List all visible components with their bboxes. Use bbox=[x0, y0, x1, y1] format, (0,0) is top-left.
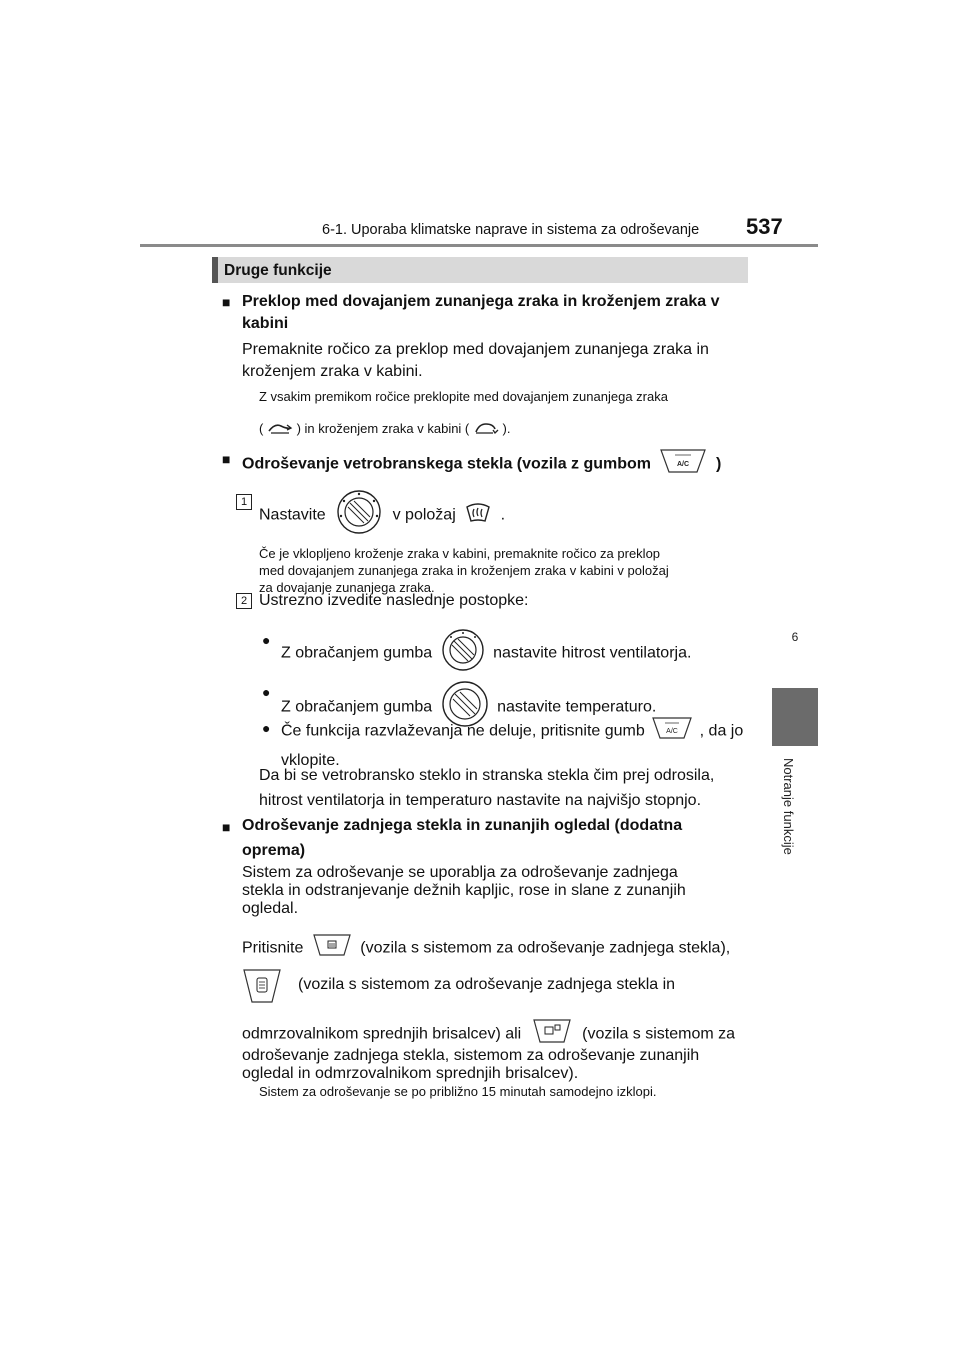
recirculate-air-icon bbox=[473, 421, 499, 439]
mode-dial-icon bbox=[336, 489, 382, 542]
round-bullet-icon: ● bbox=[262, 684, 271, 700]
square-bullet-icon: ■ bbox=[222, 451, 231, 467]
block3-paragraph1: Sistem za odroševanje se uporablja za od… bbox=[242, 864, 686, 917]
step-number-2: 2 bbox=[236, 593, 252, 609]
temperature-dial-icon bbox=[441, 680, 489, 735]
block3-heading: Odroševanje zadnjega stekla in zunanjih … bbox=[242, 817, 683, 859]
block2-paragraph: Da bi se vetrobransko steklo in stranska… bbox=[259, 767, 715, 809]
fan-speed-dial-icon bbox=[441, 628, 485, 679]
running-header: 6-1. Uporaba klimatske naprave in sistem… bbox=[322, 222, 700, 238]
square-bullet-icon: ■ bbox=[222, 819, 231, 835]
chapter-tab bbox=[772, 688, 818, 746]
svg-text:A/C: A/C bbox=[677, 461, 689, 468]
step1-note: Če je vklopljeno kroženje zraka v kabini… bbox=[259, 546, 669, 595]
block1-note: Z vsakim premikom ročice preklopite med … bbox=[259, 389, 668, 404]
rear-defog-mirror-button-icon bbox=[532, 1017, 572, 1052]
block3-p2-line3: odmrzovalnikom sprednjih brisalcev) ali … bbox=[242, 1017, 747, 1052]
block3-note: Sistem za odroševanje se po približno 15… bbox=[259, 1084, 657, 1099]
round-bullet-icon: ● bbox=[262, 720, 271, 736]
header-rule bbox=[140, 244, 818, 247]
chapter-label: Notranje funkcije bbox=[781, 758, 796, 855]
step-number-1: 1 bbox=[236, 494, 252, 510]
svg-text:A/C: A/C bbox=[666, 728, 678, 735]
round-bullet-icon: ● bbox=[262, 632, 271, 648]
outside-air-icon bbox=[267, 421, 293, 439]
ac-button-icon: A/C bbox=[651, 715, 693, 748]
ac-button-icon: A/C bbox=[659, 447, 707, 482]
square-bullet-icon: ■ bbox=[222, 294, 231, 310]
block1-body: Premaknite ročico za preklop med dovajan… bbox=[242, 341, 709, 380]
section-title: Druge funkcije bbox=[224, 262, 332, 279]
block1-heading: Preklop med dovajanjem zunanjega zraka i… bbox=[242, 293, 720, 332]
chapter-number: 6 bbox=[791, 630, 799, 644]
rear-defog-button-icon bbox=[312, 932, 352, 965]
block2-heading: Odroševanje vetrobranskega stekla (vozil… bbox=[242, 447, 721, 482]
step1-text: Nastavite v položaj . bbox=[259, 489, 505, 542]
block1-note-line2: ( ) in kroženjem zraka v kabini ( ). bbox=[259, 420, 510, 439]
block3-p2-end: odroševanje zadnjega stekla, sistemom za… bbox=[242, 1047, 700, 1082]
block3-p2-line2: (vozila s sistemom za odroševanje zadnje… bbox=[298, 976, 676, 993]
windshield-defrost-icon bbox=[464, 499, 492, 532]
block3-p2-line1: Pritisnite (vozila s sistemom za odrošev… bbox=[242, 932, 747, 965]
page-number: 537 bbox=[746, 214, 783, 239]
bullet-temperature: Z obračanjem gumba nastavite temperaturo… bbox=[281, 680, 656, 735]
rear-defog-wiper-button-icon bbox=[242, 966, 282, 1011]
step2-text: Ustrezno izvedite naslednje postopke: bbox=[259, 592, 529, 609]
bullet-dehumidify: Če funkcija razvlaževanja ne deluje, pri… bbox=[281, 715, 747, 772]
bullet-fan-speed: Z obračanjem gumba nastavite hitrost ven… bbox=[281, 628, 691, 679]
section-title-bar bbox=[212, 257, 748, 283]
